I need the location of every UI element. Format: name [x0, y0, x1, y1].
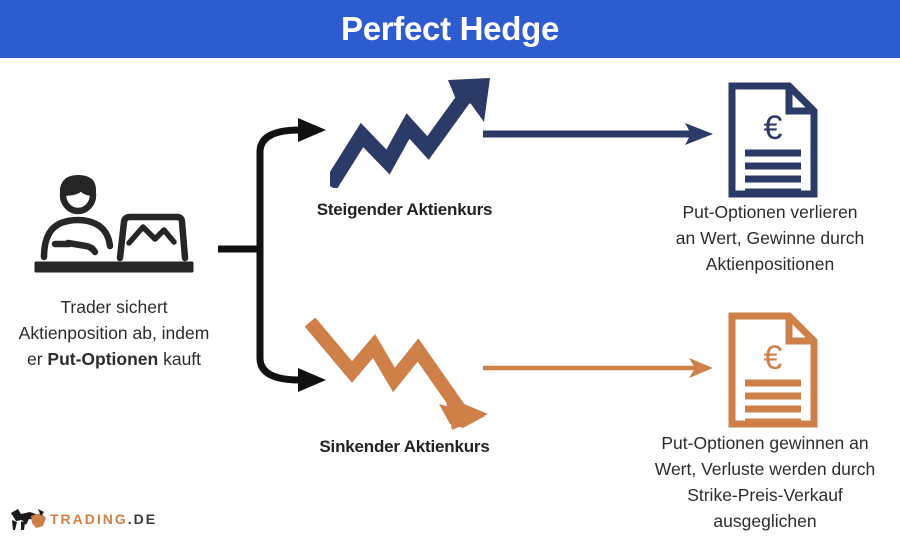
lower-outcome-line4: ausgeglichen	[713, 511, 817, 531]
branch-label-falling: Sinkender Aktienkurs	[319, 437, 490, 456]
logo-wordmark-suffix: .DE	[127, 511, 158, 527]
upper-document-euro-symbol: €	[764, 109, 783, 147]
lower-outcome-line2: Wert, Verluste werden durch	[654, 459, 876, 479]
trader-caption-line1: Trader sichert	[60, 297, 168, 317]
header-banner: Perfect Hedge	[0, 0, 900, 58]
trader-at-laptop-icon	[28, 165, 203, 280]
upper-flow-arrow-icon	[483, 121, 713, 147]
page-title: Perfect Hedge	[340, 10, 559, 47]
trader-caption-line3-post: kauft	[158, 349, 202, 369]
connector-arrowhead-bottom	[298, 368, 326, 392]
trader-caption-emphasis: Put-Optionen	[47, 349, 159, 369]
rising-zigzag-arrow-icon	[323, 78, 500, 190]
branch-label-rising: Steigender Aktienkurs	[316, 200, 493, 219]
lower-document-euro-symbol: €	[764, 339, 783, 377]
branch-connector	[200, 110, 350, 400]
upper-document-icon: €	[727, 82, 819, 198]
upper-outcome-line3: Aktienpositionen	[705, 254, 835, 274]
upper-outcome-line2: an Wert, Gewinne durch	[675, 228, 865, 248]
falling-zigzag-arrow-icon	[300, 317, 495, 430]
logo-wordmark-primary: TRADING	[50, 511, 128, 527]
upper-outcome-line1: Put-Optionen verlieren	[682, 202, 858, 222]
lower-flow-arrow-icon	[483, 357, 713, 379]
site-logo: TRADING.DE	[8, 506, 155, 532]
lower-outcome-line1: Put-Optionen gewinnen an	[661, 433, 869, 453]
lower-outcome-line3: Strike-Preis-Verkauf	[687, 485, 843, 505]
logo-wordmark: TRADING.DE	[50, 511, 157, 527]
trader-caption: Trader sichert Aktienposition ab, indem …	[0, 294, 234, 372]
upper-outcome-caption: Put-Optionen verlieren an Wert, Gewinne …	[645, 199, 895, 277]
bull-logo-icon	[8, 506, 52, 532]
connector-arrowhead-top	[298, 118, 326, 142]
trader-caption-line3-pre: er	[26, 349, 48, 369]
lower-document-icon: €	[727, 312, 819, 428]
lower-outcome-caption: Put-Optionen gewinnen an Wert, Verluste …	[630, 430, 900, 534]
trader-caption-line2: Aktienposition ab, indem	[18, 323, 210, 343]
